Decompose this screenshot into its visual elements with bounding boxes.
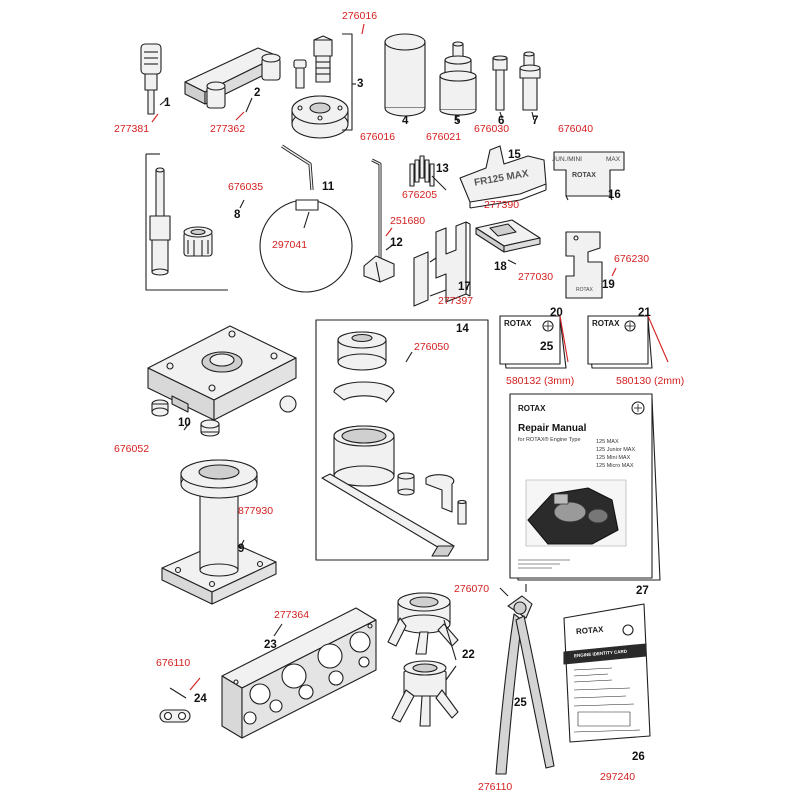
part-number-17: 277397 xyxy=(438,295,474,307)
valve-tool-set-icon xyxy=(145,153,228,291)
bushing-insert-tool-icon xyxy=(519,51,541,111)
manual-engine-type-4: 125 Micro MAX xyxy=(596,463,634,469)
item-number-18: 18 xyxy=(494,261,507,273)
item-number-6: 6 xyxy=(498,115,505,127)
item-number-15: 15 xyxy=(508,149,521,161)
flat-gauge-icon xyxy=(475,219,541,265)
item-number-27: 27 xyxy=(636,585,649,597)
cylinder-sleeve-icon xyxy=(384,33,426,117)
part-number-21: 580130 (2mm) xyxy=(616,375,685,387)
engine-identity-card-icon xyxy=(563,603,651,743)
part-number-22: 276070 xyxy=(454,583,490,595)
part-number-20: 580132 (3mm) xyxy=(506,375,575,387)
manual-engine-type-3: 125 Mini MAX xyxy=(596,455,631,461)
part-number-8: 676035 xyxy=(228,181,264,193)
part-number-4: 676016 xyxy=(360,131,396,143)
part-number-19: 676230 xyxy=(614,253,650,265)
card-20-brand: ROTAX xyxy=(504,319,532,328)
part-number-10: 676052 xyxy=(114,443,150,455)
exhaust-gauge-icon xyxy=(413,221,471,307)
stepped-insert-tool-icon xyxy=(439,41,477,116)
part-number-15: 277390 xyxy=(484,199,520,211)
part-number-3: 276016 xyxy=(342,10,378,22)
part-number-13: 676205 xyxy=(402,189,438,201)
item-number-17: 17 xyxy=(458,281,471,293)
item-number-5: 5 xyxy=(454,115,461,127)
jun-mini-max-gauge-icon xyxy=(553,151,625,201)
item-number-19: 19 xyxy=(602,279,615,291)
item-number-7: 7 xyxy=(532,115,539,127)
puller-assembly-icon xyxy=(291,33,356,139)
engine-support-plate-icon xyxy=(147,325,297,437)
item-number-12: 12 xyxy=(390,237,403,249)
manual-title: Repair Manual xyxy=(518,423,587,434)
item-number-25: 25 xyxy=(514,697,527,709)
item-number-23: 23 xyxy=(264,639,277,651)
gauge-card-2mm-icon xyxy=(587,315,669,369)
item-number-10: 10 xyxy=(178,417,191,429)
item-number-14: 14 xyxy=(456,323,469,335)
part-number-5: 676021 xyxy=(426,131,462,143)
gauge-label-rotax: ROTAX xyxy=(572,172,596,179)
repair-manual-icon xyxy=(509,393,661,581)
item-number-20: 20 xyxy=(550,307,563,319)
item-number-16: 16 xyxy=(608,189,621,201)
part-number-24: 676110 xyxy=(156,657,191,669)
part-number-9: 877930 xyxy=(238,505,274,517)
pin-insert-tool-icon xyxy=(492,55,508,111)
item-number-2: 2 xyxy=(254,87,261,99)
item-number-11: 11 xyxy=(322,181,335,193)
item-number-21: 21 xyxy=(638,307,651,319)
feeler-gauge-icon xyxy=(409,155,447,191)
piston-tool-set-icon xyxy=(315,319,489,561)
manual-brand: ROTAX xyxy=(518,404,546,413)
item-number-3: 3 xyxy=(357,78,364,90)
item-number-26: 26 xyxy=(632,751,645,763)
item-number-8: 8 xyxy=(234,209,241,221)
part-number-18: 277030 xyxy=(518,271,554,283)
gauge-label-jun-mini: JUN./MINI xyxy=(552,156,582,163)
allen-key-with-ring-icon xyxy=(259,144,353,293)
item-number-22: 22 xyxy=(462,649,475,661)
part-number-1: 277381 xyxy=(114,123,150,135)
part-number-7: 676040 xyxy=(558,123,594,135)
part-number-6: 676030 xyxy=(474,123,510,135)
stand-base-icon xyxy=(161,459,277,605)
item-number-1: 1 xyxy=(164,97,171,109)
gauge-card-3mm-icon xyxy=(499,315,569,369)
card-20-number: 25 xyxy=(540,339,554,353)
sprocket-plate-icon xyxy=(221,607,377,739)
part-number-25: 276110 xyxy=(478,781,513,793)
part-number-14: 276050 xyxy=(414,341,450,353)
crankshaft-locking-pin-icon xyxy=(140,43,162,115)
item-number-13: 13 xyxy=(436,163,449,175)
card-21-brand: ROTAX xyxy=(592,319,620,328)
part-number-12: 251680 xyxy=(390,215,426,227)
part-number-26: 297240 xyxy=(600,771,636,783)
manual-engine-type-2: 125 Junior MAX xyxy=(596,447,636,453)
manual-engine-type-1: 125 MAX xyxy=(596,439,619,445)
rotax-template-gauge-icon xyxy=(565,231,603,299)
item-number-9: 9 xyxy=(238,543,245,555)
circlip-pliers-icon xyxy=(495,584,555,775)
t-handle-tool-icon xyxy=(363,158,395,283)
template-label-rotax: ROTAX xyxy=(576,287,593,293)
sprocket-holder-pair-icon xyxy=(387,592,459,727)
small-link-plate-icon xyxy=(159,687,191,723)
gauge-label-max: MAX xyxy=(606,156,621,163)
item-number-4: 4 xyxy=(402,115,409,127)
manual-subtitle: for ROTAX® Engine Type xyxy=(518,437,581,443)
part-number-2: 277362 xyxy=(210,123,246,135)
part-number-23: 277364 xyxy=(274,609,310,621)
fr125-max-gauge-icon xyxy=(459,145,547,209)
item-number-24: 24 xyxy=(194,693,207,705)
clutch-holder-bar-icon xyxy=(184,47,281,113)
part-number-11: 297041 xyxy=(272,239,308,251)
